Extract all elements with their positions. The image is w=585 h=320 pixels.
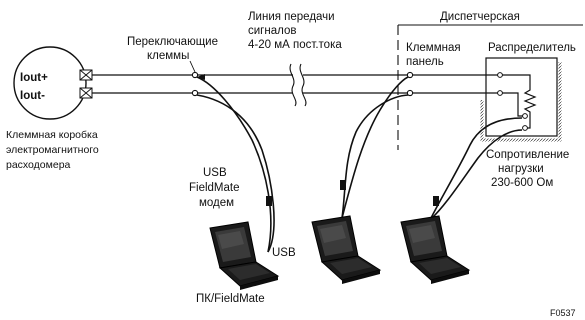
modem-block-3 <box>433 196 439 206</box>
switch-terminal-minus <box>191 89 199 97</box>
flowmeter-box-caption: Клеммная коробка электромагнитного расхо… <box>6 129 102 171</box>
switch-terminals-line2: клеммы <box>147 50 189 62</box>
arrowhead-pc1 <box>197 74 205 80</box>
distributor-box <box>485 57 558 137</box>
cable-pc1-minus <box>196 94 275 253</box>
usb-modem-line2: FieldMate <box>189 182 240 194</box>
laptop-1-icon <box>209 221 279 291</box>
load-resistance-line1: Сопротивление <box>486 149 569 161</box>
terminal-panel-line1: Клеммная <box>406 42 461 54</box>
terminal-panel-line2: панель <box>406 56 444 68</box>
modem-cables <box>196 76 523 253</box>
flowmeter-caption-line1: Клеммная коробка <box>6 129 98 141</box>
signal-line-label: Линия передачи сигналов 4-20 мА пост.ток… <box>248 11 342 51</box>
terminal-panel-label: Клеммная панель <box>406 42 464 68</box>
modem-block-2 <box>340 180 346 190</box>
usb-modem-line1: USB <box>203 167 227 179</box>
signal-line-label-3: 4-20 мА пост.тока <box>248 39 342 51</box>
cable-pc2-plus <box>341 76 409 219</box>
distributor-in-minus <box>497 90 503 96</box>
load-resistance-line3: 230-600 Ом <box>491 177 553 189</box>
signal-line-label-1: Линия передачи <box>248 11 335 23</box>
pc-fieldmate-label: ПК/FieldMate <box>196 293 265 305</box>
cable-pc3-bottom <box>429 129 523 221</box>
line-break-mark <box>289 63 307 107</box>
resistor-terminal-top <box>522 113 528 119</box>
usb-modem-label: USB FieldMate модем <box>189 167 243 209</box>
figure-code: F0537 <box>550 308 576 318</box>
switch-terminal-plus <box>191 71 199 79</box>
laptop-2-icon <box>311 215 381 285</box>
cable-pc3-top <box>429 117 523 221</box>
distributor-in-plus <box>497 72 503 78</box>
flowmeter-terminal-box <box>13 46 87 120</box>
switch-terminals-line1: Переключающие <box>127 36 218 48</box>
flowmeter-caption-line3: расходомера <box>6 159 71 171</box>
resistor-terminal-bottom <box>522 125 528 131</box>
laptop-3-icon <box>400 215 470 285</box>
control-room-label: Диспетчерская <box>440 11 520 23</box>
iout-minus-label: Iout- <box>20 90 45 102</box>
load-resistance-line2: нагрузки <box>498 163 544 175</box>
panel-terminal-plus <box>406 71 414 79</box>
flowmeter-caption-line2: электромагнитного <box>6 144 99 156</box>
cable-pc1-plus <box>196 76 272 253</box>
usb-modem-line3: модем <box>199 197 234 209</box>
iout-plus-label: Iout+ <box>20 72 48 84</box>
distributor-shadow <box>480 62 562 142</box>
cable-pc2-minus <box>341 94 409 219</box>
distributor-label: Распределитель <box>488 42 576 54</box>
usb-label: USB <box>272 247 296 259</box>
panel-terminal-minus <box>406 89 414 97</box>
signal-line-label-2: сигналов <box>248 25 296 37</box>
load-resistance-label: Сопротивление нагрузки 230-600 Ом <box>486 149 572 189</box>
load-resistor <box>510 74 537 129</box>
switch-terminals-leader <box>189 60 196 73</box>
modem-block-1 <box>266 196 272 206</box>
switch-terminals-label: Переключающие клеммы <box>127 36 221 62</box>
